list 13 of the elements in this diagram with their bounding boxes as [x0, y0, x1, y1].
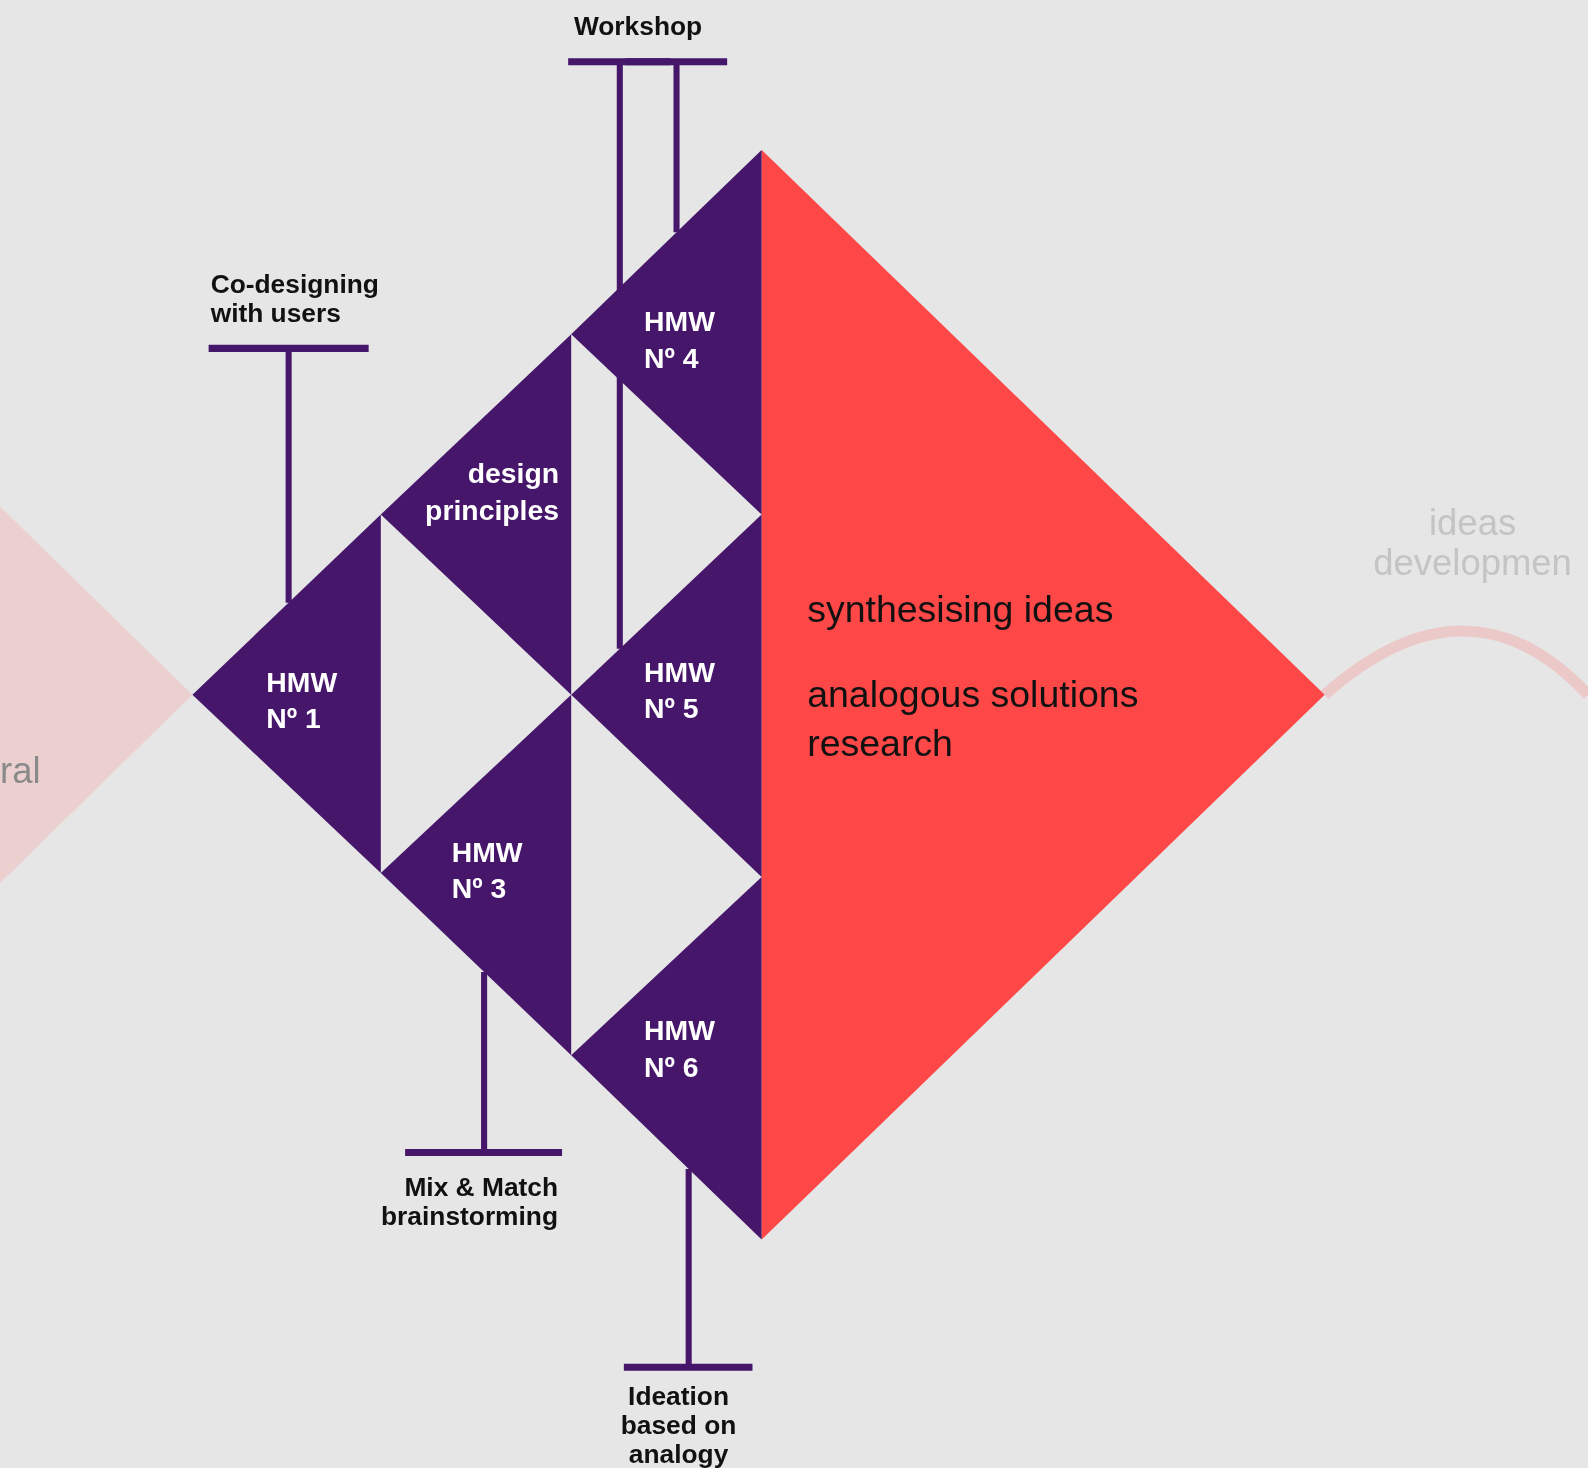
triangle-label: design principles — [424, 456, 560, 528]
phase-text: synthesising ideas — [807, 587, 1115, 632]
phase-text: analogous solutions research — [807, 672, 1140, 766]
triangle-label: HMW Nº 3 — [451, 835, 524, 907]
triangle-label: HMW Nº 6 — [644, 1013, 716, 1086]
annotation-text: Mix & Match brainstorming — [355, 1172, 559, 1232]
triangle-label: HMW Nº 5 — [644, 655, 716, 727]
faded-text: ral — [0, 748, 42, 793]
annotation-text: Workshop — [551, 12, 725, 42]
triangle-label: HMW Nº 1 — [266, 665, 339, 737]
curved-line — [1321, 625, 1588, 700]
annotation-text: Co-designing with users — [210, 269, 404, 329]
triangle-label: HMW Nº 4 — [644, 304, 716, 377]
